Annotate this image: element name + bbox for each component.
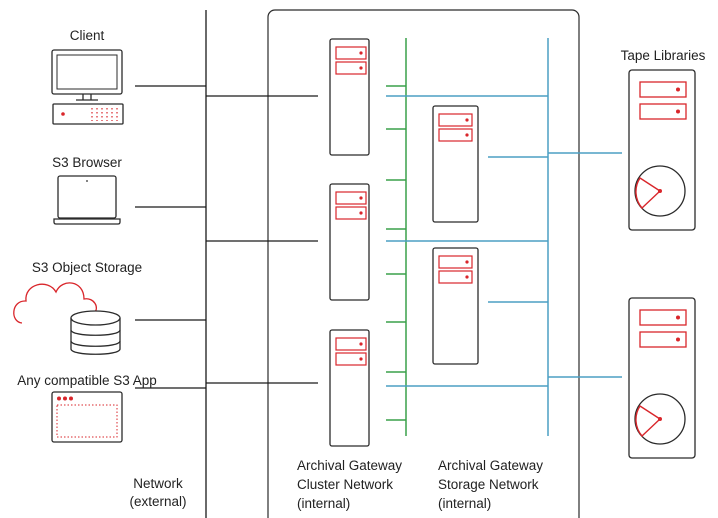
client-label: Client [70, 28, 105, 43]
gateway-server-2 [329, 183, 370, 301]
network-external-label-line1: Network [133, 476, 183, 491]
gateway-server-3 [329, 329, 370, 447]
laptop-icon [53, 175, 121, 225]
storage-server-2 [432, 247, 479, 365]
s3-object-storage-label: S3 Object Storage [32, 260, 142, 275]
cluster-network [386, 38, 407, 436]
gateway-server-1 [329, 38, 370, 156]
server-tower-icon [432, 105, 479, 223]
cluster-network-label-line3: (internal) [297, 496, 350, 511]
cloud-database-icon [13, 282, 121, 355]
tape-library-1 [628, 69, 696, 231]
server-tower-icon [432, 247, 479, 365]
any-s3-app-label: Any compatible S3 App [17, 373, 157, 388]
server-tower-icon [329, 329, 370, 447]
tape-library-icon [628, 297, 696, 459]
storage-network-label-line3: (internal) [438, 496, 491, 511]
storage-network [386, 38, 622, 436]
storage-network-label-line1: Archival Gateway [438, 458, 543, 473]
desktop-computer-icon [51, 49, 124, 125]
tape-library-2 [628, 297, 696, 459]
server-tower-icon [329, 183, 370, 301]
storage-server-1 [432, 105, 479, 223]
cluster-network-label-line2: Cluster Network [297, 477, 393, 492]
application-window-icon [51, 391, 123, 443]
client-connections [135, 85, 206, 389]
cluster-network-label-line1: Archival Gateway [297, 458, 402, 473]
network-external-label-line2: (external) [129, 494, 186, 509]
tape-libraries-label: Tape Libraries [621, 48, 706, 63]
storage-network-label-line2: Storage Network [438, 477, 539, 492]
gateway-external-links [206, 95, 318, 384]
s3-browser-label: S3 Browser [52, 155, 122, 170]
tape-library-icon [628, 69, 696, 231]
archival-gateway-boundary [267, 9, 580, 518]
server-tower-icon [329, 38, 370, 156]
